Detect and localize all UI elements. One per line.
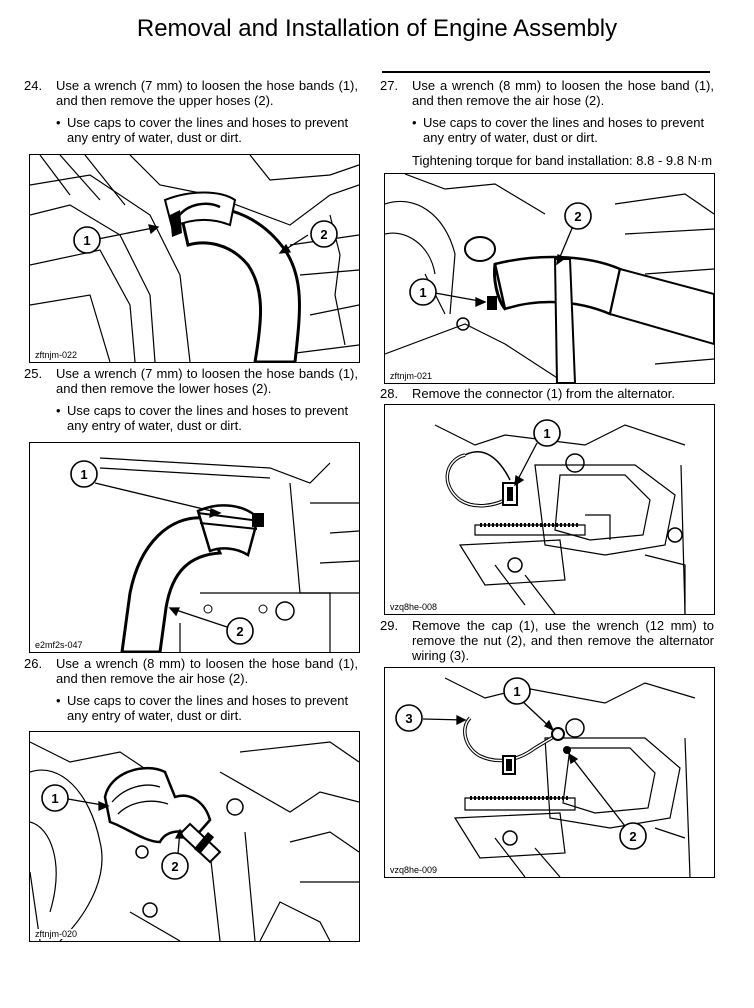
svg-text:1: 1 — [51, 791, 58, 806]
figure-code: zftnjm-020 — [34, 929, 79, 939]
title-rule — [382, 71, 710, 73]
figure-code: zftnjm-022 — [34, 350, 79, 360]
step-25: 25. Use a wrench (7 mm) to loosen the ho… — [24, 366, 358, 433]
bullet-text: Use caps to cover the lines and hoses to… — [67, 693, 349, 723]
step-text: Use a wrench (8 mm) to loosen the hose b… — [412, 78, 714, 108]
callout-1: 1 — [70, 460, 98, 488]
callout-2: 2 — [564, 202, 592, 230]
step-number: 29. — [380, 618, 399, 633]
upper-hose-illustration: 1 2 — [30, 155, 359, 362]
callout-1: 1 — [41, 784, 69, 812]
step-text: Use a wrench (7 mm) to loosen the hose b… — [56, 366, 358, 396]
figure-code: zftnjm-021 — [389, 371, 434, 381]
figure-code: vzq8he-009 — [389, 865, 439, 875]
air-hose-band-illustration: 1 2 — [385, 174, 714, 383]
figure-step-25: 1 2 e2mf2s-047 — [29, 442, 360, 653]
step-number: 27. — [380, 78, 399, 93]
callout-1: 1 — [503, 677, 531, 705]
torque-spec: Tightening torque for band installation:… — [412, 153, 713, 168]
svg-text:2: 2 — [236, 624, 243, 639]
alternator-wiring-illustration: 3 1 2 — [395, 677, 696, 877]
step-26: 26. Use a wrench (8 mm) to loosen the ho… — [24, 656, 358, 723]
page-title: Removal and Installation of Engine Assem… — [136, 15, 618, 42]
bullet-text: Use caps to cover the lines and hoses to… — [67, 115, 349, 145]
svg-text:1: 1 — [419, 285, 426, 300]
bullet-text: Use caps to cover the lines and hoses to… — [423, 115, 705, 145]
svg-text:1: 1 — [513, 684, 520, 699]
svg-text:2: 2 — [320, 227, 327, 242]
svg-text:1: 1 — [543, 426, 550, 441]
figure-step-27: 1 2 zftnjm-021 — [384, 173, 715, 384]
step-text: Use a wrench (8 mm) to loosen the hose b… — [56, 656, 358, 686]
callout-1: 1 — [73, 226, 101, 254]
callout-2: 2 — [226, 617, 254, 645]
figure-step-28: 1 vzq8he-008 — [384, 404, 715, 615]
svg-text:2: 2 — [171, 859, 178, 874]
figure-code: e2mf2s-047 — [34, 640, 84, 650]
figure-step-24: 1 2 zftnjm-022 — [29, 154, 360, 363]
step-text: Remove the cap (1), use the wrench (12 m… — [412, 618, 714, 663]
callout-2: 2 — [310, 220, 338, 248]
lower-hose-illustration: 1 2 — [70, 457, 359, 652]
air-hose-illustration: 1 2 — [30, 741, 359, 941]
step-number: 26. — [24, 656, 43, 671]
callout-2: 2 — [619, 822, 647, 850]
step-27: 27. Use a wrench (8 mm) to loosen the ho… — [380, 78, 714, 168]
bullet-dot: • — [56, 693, 61, 708]
alternator-connector-illustration: 1 — [434, 419, 686, 614]
callout-1: 1 — [409, 278, 437, 306]
step-number: 28. — [380, 386, 399, 401]
svg-text:1: 1 — [80, 467, 87, 482]
svg-text:2: 2 — [629, 829, 636, 844]
bullet-dot: • — [56, 403, 61, 418]
step-number: 24. — [24, 78, 43, 93]
step-number: 25. — [24, 366, 43, 381]
step-text: Remove the connector (1) from the altern… — [412, 386, 676, 401]
figure-step-29: 3 1 2 vzq8he-009 — [384, 667, 715, 878]
svg-text:3: 3 — [405, 711, 412, 726]
bullet-dot: • — [412, 115, 417, 130]
svg-text:2: 2 — [574, 209, 581, 224]
figure-step-26: 1 2 zftnjm-020 — [29, 731, 360, 942]
svg-text:1: 1 — [83, 233, 90, 248]
callout-1: 1 — [533, 419, 561, 447]
callout-2: 2 — [161, 852, 189, 880]
bullet-text: Use caps to cover the lines and hoses to… — [67, 403, 349, 433]
bullet-dot: • — [56, 115, 61, 130]
figure-code: vzq8he-008 — [389, 602, 439, 612]
step-29: 29. Remove the cap (1), use the wrench (… — [380, 618, 714, 663]
callout-3: 3 — [395, 704, 423, 732]
step-24: 24. Use a wrench (7 mm) to loosen the ho… — [24, 78, 358, 145]
step-28: 28. Remove the connector (1) from the al… — [380, 386, 714, 401]
step-text: Use a wrench (7 mm) to loosen the hose b… — [56, 78, 358, 108]
